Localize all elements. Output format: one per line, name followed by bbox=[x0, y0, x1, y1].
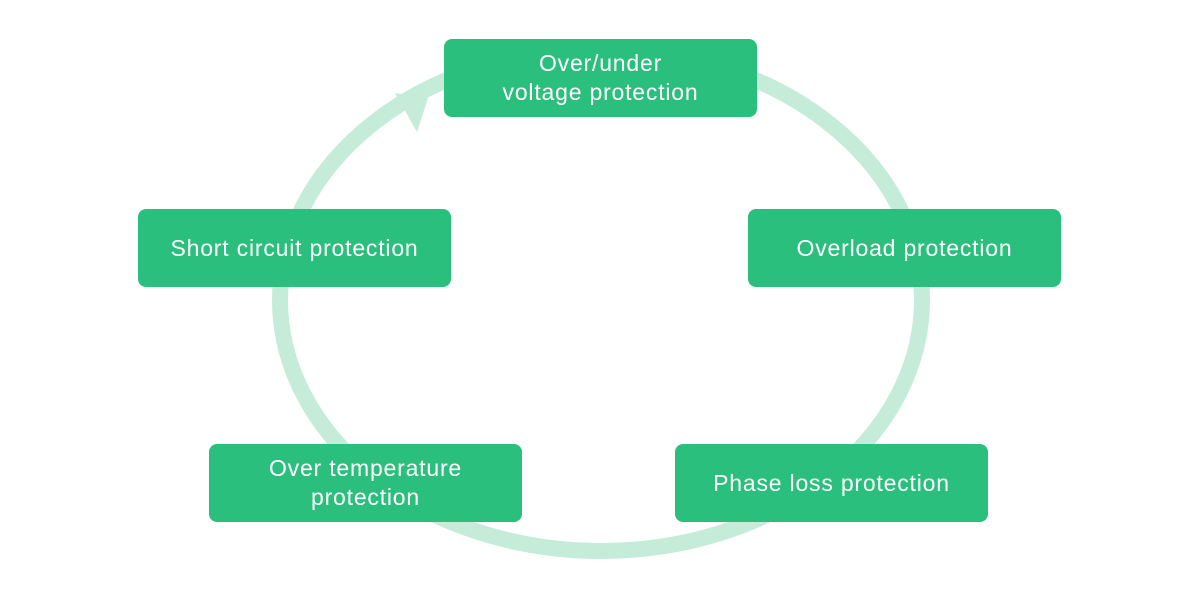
node-label: Short circuit protection bbox=[170, 234, 419, 261]
node-overload-protection: Overload protection bbox=[748, 209, 1061, 287]
cycle-arrowhead-icon bbox=[395, 93, 428, 132]
node-label: Overload protection bbox=[796, 234, 1013, 261]
node-over-temperature-protection: Over temperature protection bbox=[209, 444, 522, 522]
node-label-line: Over temperature bbox=[268, 455, 463, 481]
node-voltage-protection: Over/under voltage protection bbox=[444, 39, 757, 117]
node-short-circuit-protection: Short circuit protection bbox=[138, 209, 451, 287]
node-label-line: voltage protection bbox=[502, 79, 699, 105]
node-label-line: Over/under bbox=[538, 50, 663, 76]
node-label: Phase loss protection bbox=[713, 469, 950, 496]
node-label-line: protection bbox=[310, 484, 420, 510]
node-phase-loss-protection: Phase loss protection bbox=[675, 444, 988, 522]
